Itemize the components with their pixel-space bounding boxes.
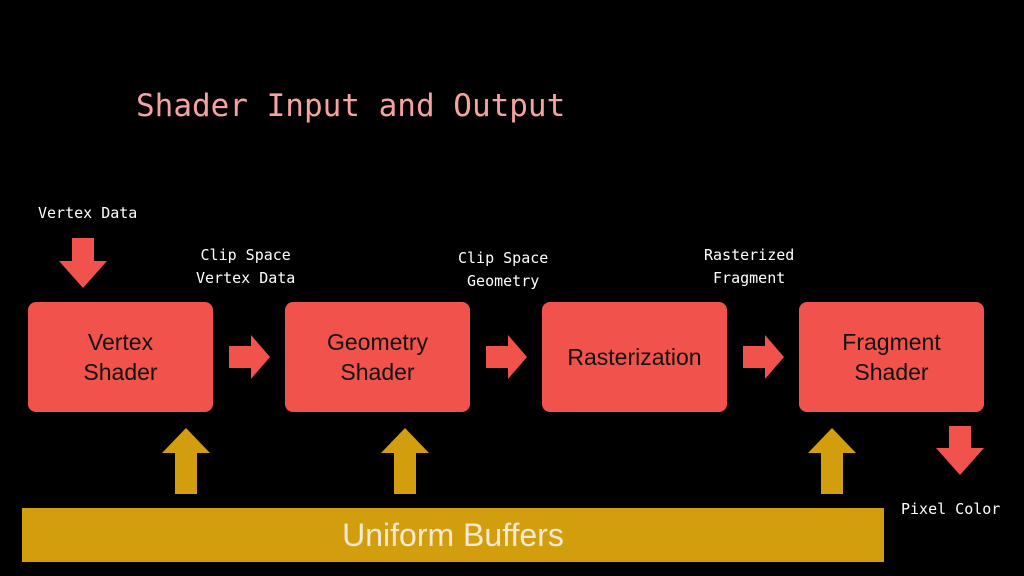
vertex-data-label: Vertex Data xyxy=(38,204,138,222)
vertex-to-geometry-arrow-icon xyxy=(229,335,270,379)
clip-space-vertex-data-label: Clip Space Vertex Data xyxy=(196,244,295,290)
pixel-color-label: Pixel Color xyxy=(901,500,1001,518)
slide-title: Shader Input and Output xyxy=(136,88,566,124)
clip-space-geometry-line-1: Clip Space xyxy=(458,249,549,267)
rasterized-fragment-line-1: Rasterized xyxy=(704,246,795,264)
uniform-to-geometry-arrow-icon xyxy=(381,428,429,494)
geometry-shader-line-1: Geometry xyxy=(327,329,428,355)
clip-space-vertex-data-line-1: Clip Space xyxy=(200,246,291,264)
rasterized-fragment-line-2: Fragment xyxy=(713,269,786,287)
clip-space-vertex-data-line-2: Vertex Data xyxy=(196,269,296,287)
geometry-shader-stage: Geometry Shader xyxy=(285,302,470,412)
rasterization-stage: Rasterization xyxy=(542,302,727,412)
uniform-buffers-bar: Uniform Buffers xyxy=(22,508,884,562)
uniform-to-fragment-arrow-icon xyxy=(808,428,856,494)
vertex-shader-line-2: Shader xyxy=(83,359,158,385)
uniform-buffers-label: Uniform Buffers xyxy=(342,516,564,553)
uniform-to-vertex-arrow-icon xyxy=(162,428,210,494)
pixel-output-arrow-icon xyxy=(936,426,984,475)
vertex-input-arrow-icon xyxy=(59,238,107,288)
rasterization-label: Rasterization xyxy=(567,344,702,370)
vertex-shader-stage: Vertex Shader xyxy=(28,302,213,412)
rasterization-to-fragment-arrow-icon xyxy=(743,335,784,379)
vertex-shader-line-1: Vertex xyxy=(87,329,154,355)
geometry-shader-line-2: Shader xyxy=(340,359,415,385)
fragment-shader-line-1: Fragment xyxy=(842,329,941,355)
clip-space-geometry-line-2: Geometry xyxy=(467,272,540,290)
geometry-to-rasterization-arrow-icon xyxy=(486,335,527,379)
fragment-shader-line-2: Shader xyxy=(854,359,929,385)
rasterized-fragment-label: Rasterized Fragment xyxy=(704,244,794,290)
fragment-shader-stage: Fragment Shader xyxy=(799,302,984,412)
clip-space-geometry-label: Clip Space Geometry xyxy=(458,247,548,293)
